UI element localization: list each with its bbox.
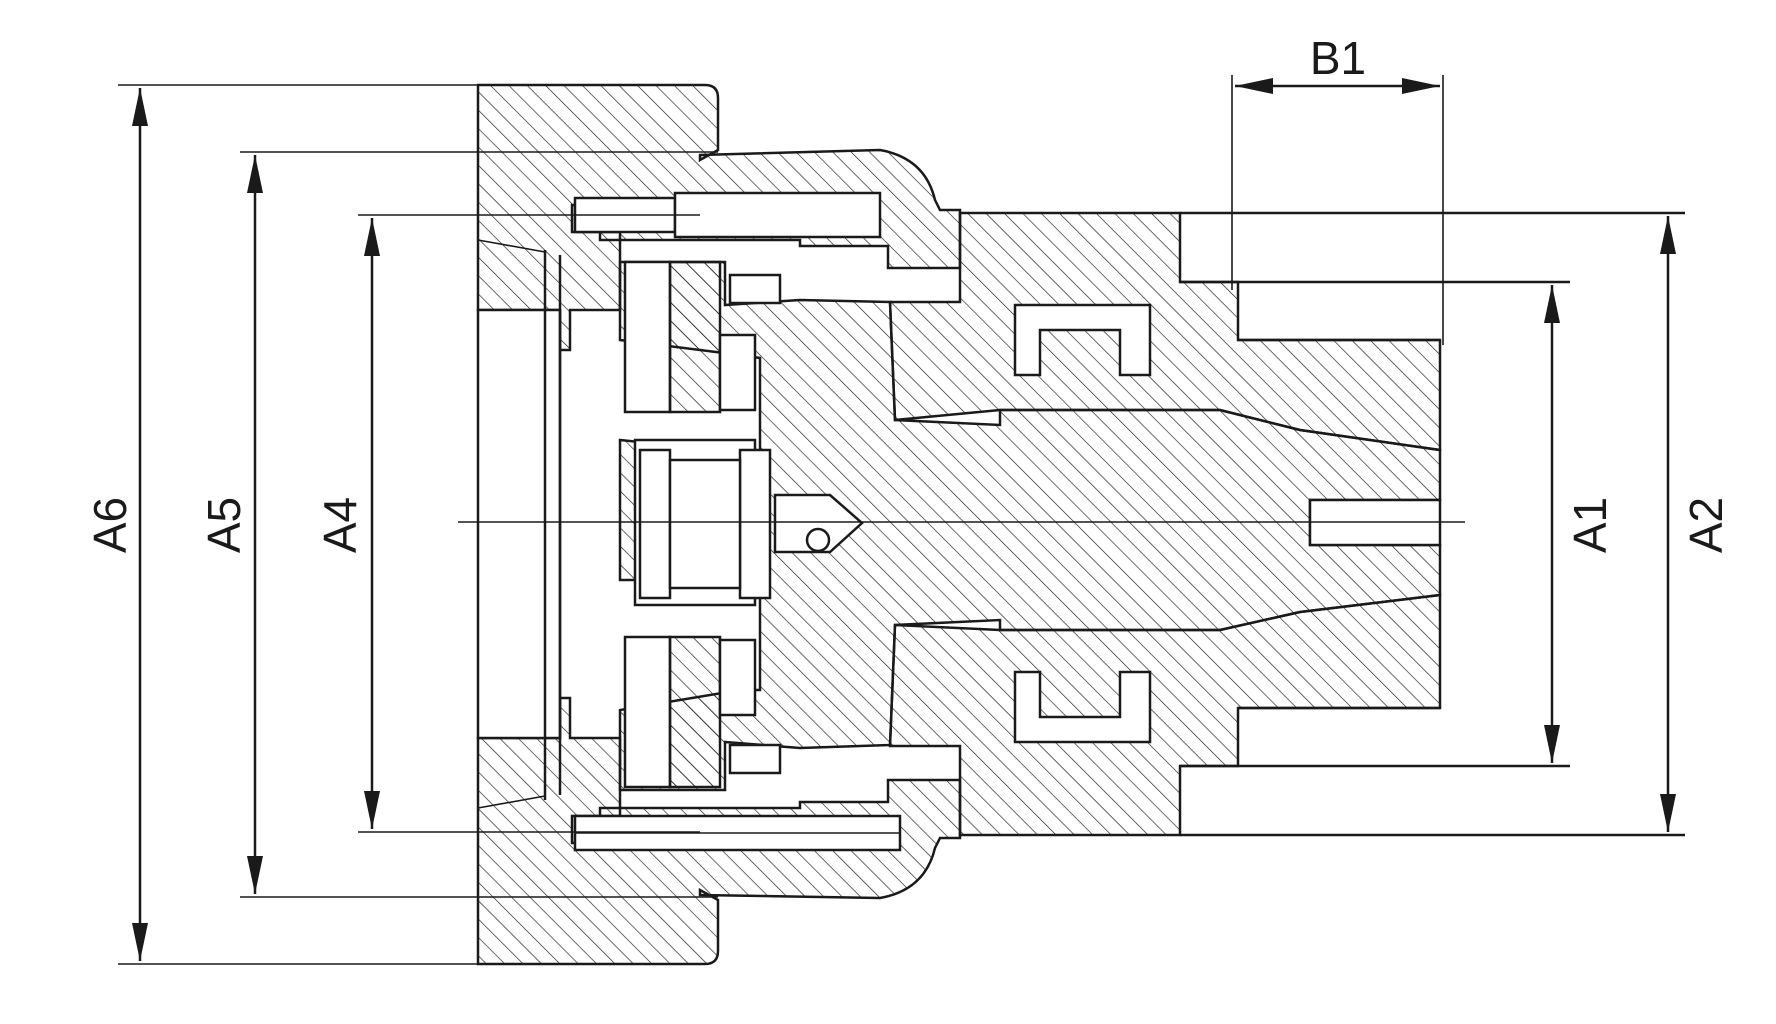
seal-groove-upper — [1013, 303, 1152, 377]
seal-groove-lower — [1013, 670, 1152, 744]
dimension-a1: A1 — [1544, 285, 1616, 763]
dimension-b1: B1 — [1235, 32, 1440, 94]
dimension-label-a6: A6 — [84, 497, 136, 553]
dimension-a5: A5 — [198, 155, 263, 894]
jaws — [623, 260, 782, 789]
dimension-a2: A2 — [1660, 216, 1732, 832]
dimension-a4: A4 — [314, 218, 380, 829]
dimension-label-a1: A1 — [1564, 497, 1616, 553]
dimension-label-a5: A5 — [198, 497, 250, 553]
dimension-label-a2: A2 — [1680, 497, 1732, 553]
dimension-label-a4: A4 — [314, 497, 366, 553]
adapter-section — [888, 211, 1685, 837]
piston-body — [618, 260, 1442, 792]
dimension-label-b1: B1 — [1310, 32, 1366, 84]
dimension-a6: A6 — [84, 88, 148, 961]
adapter-lower — [888, 593, 1442, 837]
bore-left — [476, 308, 562, 740]
pin-tip — [773, 493, 864, 554]
extension-lines — [118, 75, 1444, 965]
